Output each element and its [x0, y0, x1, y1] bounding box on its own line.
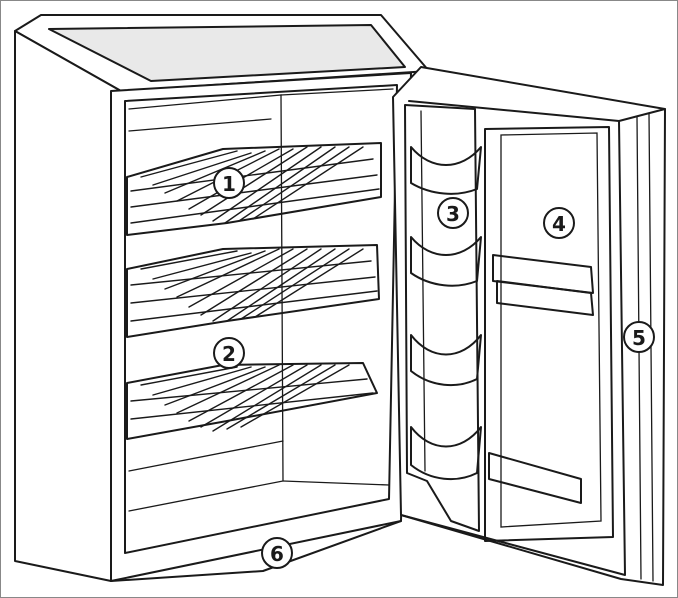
callout-2-label: 2 [222, 342, 236, 366]
cabinet-top [14, 14, 430, 92]
callout-5: 5 [623, 321, 655, 353]
callout-1: 1 [213, 167, 245, 199]
callout-4: 4 [543, 207, 575, 239]
wire-shelf-middle [126, 244, 380, 338]
callout-6-label: 6 [270, 542, 284, 566]
door [392, 66, 666, 586]
cabinet-front [110, 72, 412, 582]
callout-1-label: 1 [222, 172, 236, 196]
cabinet-side [14, 30, 122, 582]
door-shelves [484, 126, 614, 542]
callout-3-label: 3 [446, 202, 460, 226]
callout-4-label: 4 [552, 212, 566, 236]
interior [128, 88, 394, 512]
callout-6: 6 [261, 537, 293, 569]
callout-5-label: 5 [632, 326, 646, 350]
callout-3: 3 [437, 197, 469, 229]
door-bottle-rack [404, 104, 482, 532]
callout-2: 2 [213, 337, 245, 369]
